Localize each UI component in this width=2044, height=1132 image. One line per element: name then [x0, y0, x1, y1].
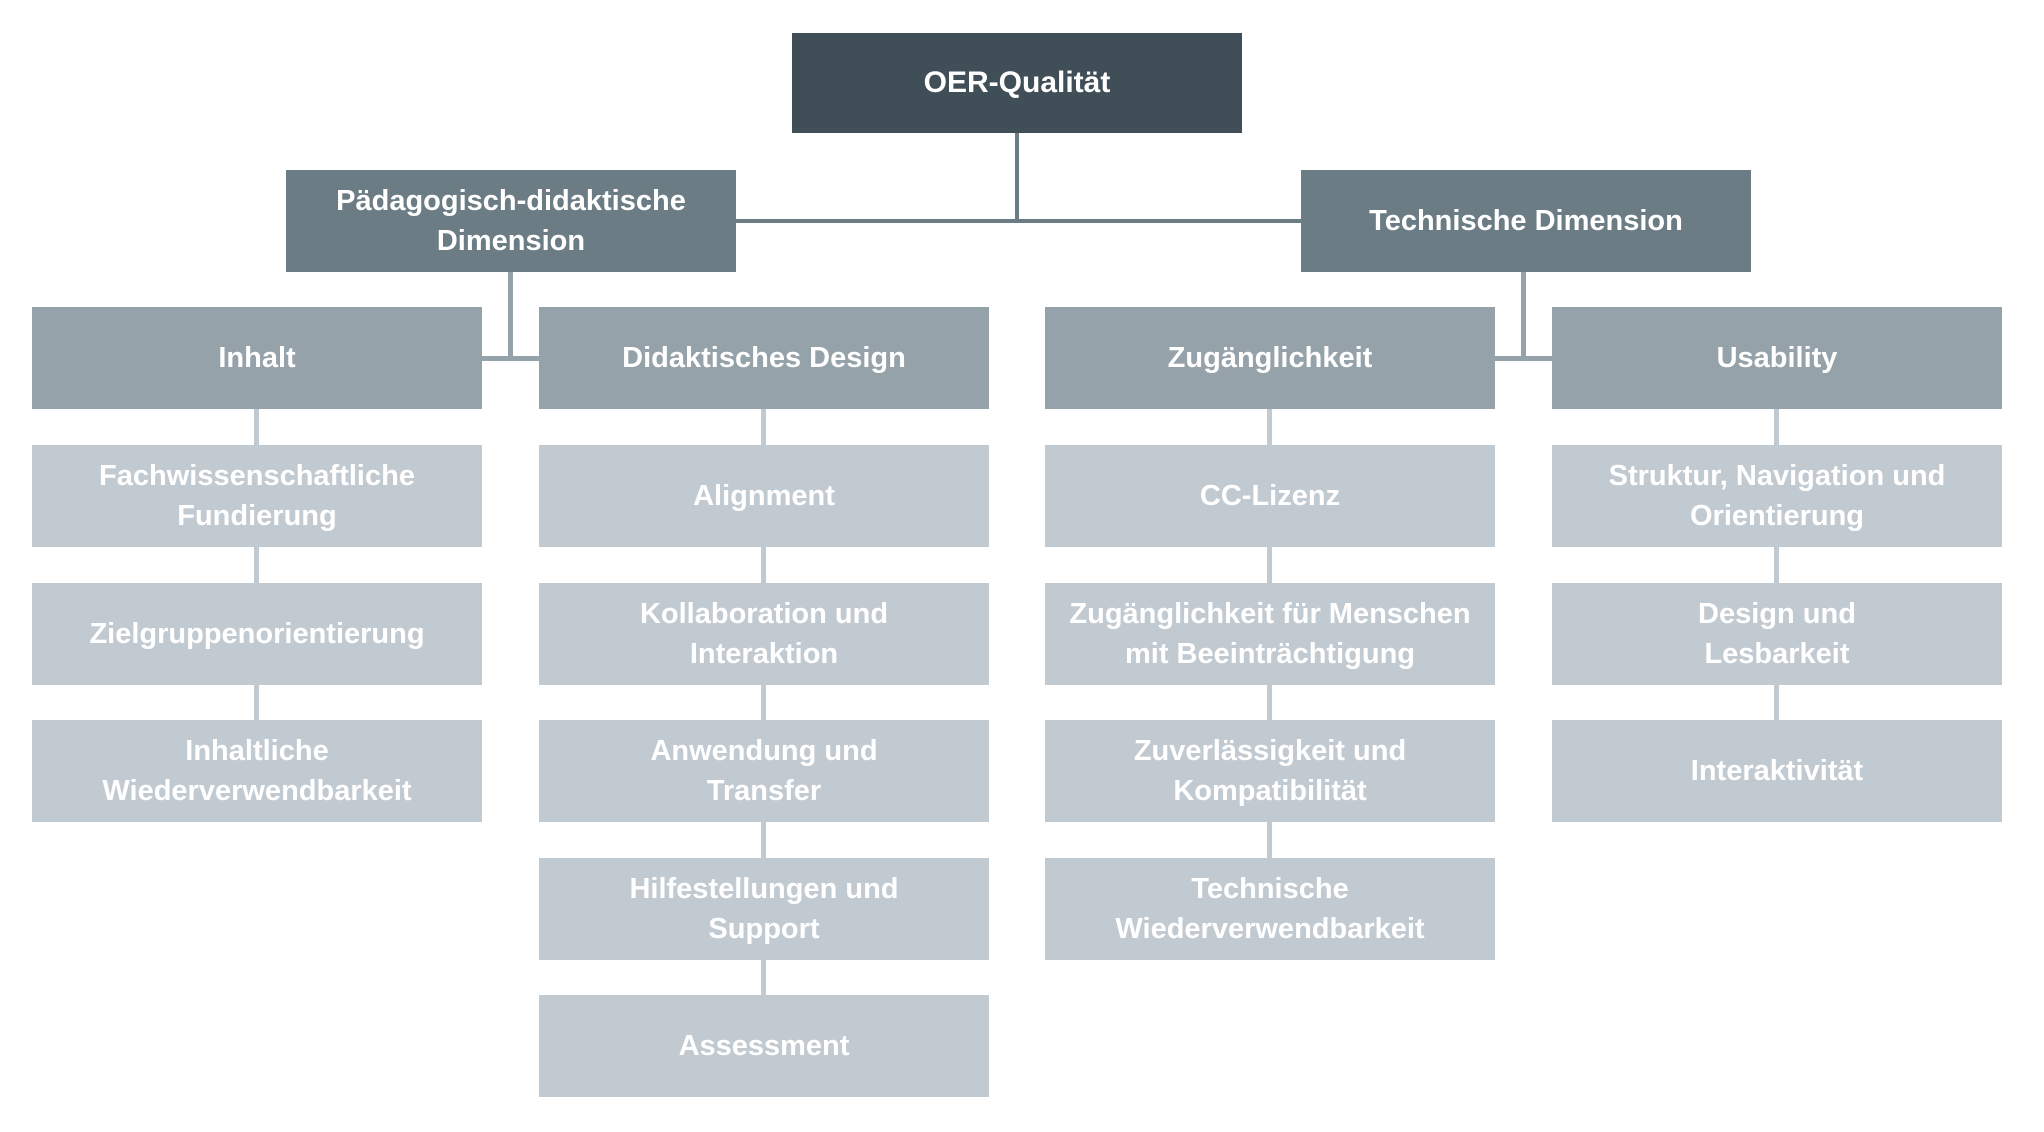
connector-dimensions-crossbar	[736, 219, 1301, 223]
connector-didaktisches-item-3	[761, 685, 766, 720]
connector-zugaenglichkeit-item-1	[1267, 409, 1272, 445]
item-anwendung-und-transfer: Anwendung und Transfer	[539, 720, 989, 822]
connector-usability-item-2	[1774, 547, 1779, 583]
connector-zugaenglichkeit-item-2	[1267, 547, 1272, 583]
item-cc-lizenz: CC-Lizenz	[1045, 445, 1495, 547]
node-inhalt: Inhalt	[32, 307, 482, 409]
connector-usability-item-1	[1774, 409, 1779, 445]
item-zugaenglichkeit-fuer-menschen-mit-beeintraechtigung: Zugänglichkeit für Menschen mit Beeinträ…	[1045, 583, 1495, 685]
connector-zugaenglichkeit-item-4	[1267, 822, 1272, 858]
connector-root-stem	[1015, 133, 1019, 223]
connector-inhalt-item-3	[254, 685, 259, 720]
connector-didaktisches-item-2	[761, 547, 766, 583]
connector-technische-stem	[1521, 272, 1526, 360]
connector-inhalt-didaktisches-bridge	[482, 356, 539, 361]
node-didaktisches-design: Didaktisches Design	[539, 307, 989, 409]
item-zuverlaessigkeit-und-kompatibilitaet: Zuverlässigkeit und Kompatibilität	[1045, 720, 1495, 822]
connector-usability-item-3	[1774, 685, 1779, 720]
item-assessment: Assessment	[539, 995, 989, 1097]
node-technische-dimension: Technische Dimension	[1301, 170, 1751, 272]
connector-didaktisches-item-5	[761, 960, 766, 995]
node-oer-qualitaet: OER-Qualität	[792, 33, 1242, 133]
item-inhaltliche-wiederverwendbarkeit: Inhaltliche Wiederverwendbarkeit	[32, 720, 482, 822]
node-zugaenglichkeit: Zugänglichkeit	[1045, 307, 1495, 409]
item-fachwissenschaftliche-fundierung: Fachwissenschaftliche Fundierung	[32, 445, 482, 547]
node-paedagogisch-didaktische-dimension: Pädagogisch-didaktische Dimension	[286, 170, 736, 272]
item-struktur-navigation-und-orientierung: Struktur, Navigation und Orientierung	[1552, 445, 2002, 547]
node-usability: Usability	[1552, 307, 2002, 409]
connector-inhalt-item-1	[254, 409, 259, 445]
connector-zugaenglichkeit-usability-bridge	[1495, 356, 1552, 361]
item-interaktivitaet: Interaktivität	[1552, 720, 2002, 822]
connector-inhalt-item-2	[254, 547, 259, 583]
item-alignment: Alignment	[539, 445, 989, 547]
connector-zugaenglichkeit-item-3	[1267, 685, 1272, 720]
item-kollaboration-und-interaktion: Kollaboration und Interaktion	[539, 583, 989, 685]
connector-didaktisches-item-1	[761, 409, 766, 445]
item-design-und-lesbarkeit: Design und Lesbarkeit	[1552, 583, 2002, 685]
connector-paedagogisch-stem	[508, 272, 513, 360]
connector-didaktisches-item-4	[761, 822, 766, 858]
item-zielgruppenorientierung: Zielgruppenorientierung	[32, 583, 482, 685]
item-technische-wiederverwendbarkeit: Technische Wiederverwendbarkeit	[1045, 858, 1495, 960]
item-hilfestellungen-und-support: Hilfestellungen und Support	[539, 858, 989, 960]
